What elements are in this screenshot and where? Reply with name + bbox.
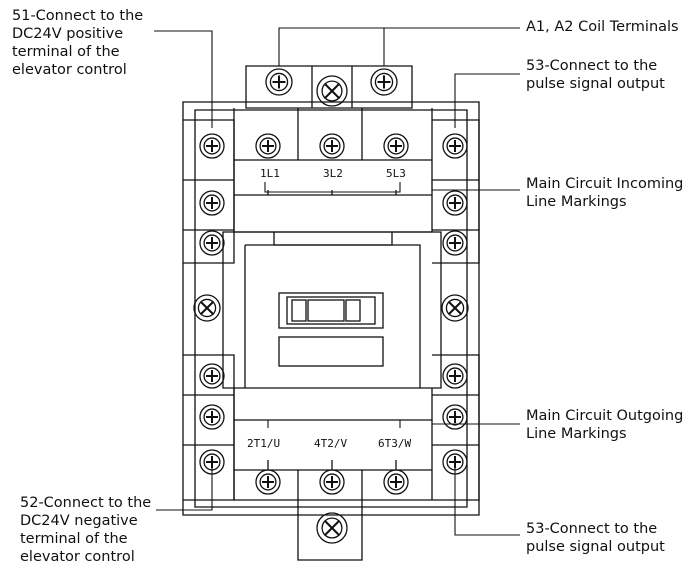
callout-line: A1, A2 Coil Terminals — [526, 19, 679, 35]
screw-terminal-icon — [442, 133, 468, 159]
mounting-screw-icon — [316, 512, 348, 544]
callout-line: Line Markings — [526, 194, 627, 210]
leader-line — [278, 27, 520, 66]
callout-line: Main Circuit Incoming — [526, 176, 684, 192]
callout-line: Line Markings — [526, 426, 627, 442]
screw-terminal-icon — [319, 469, 345, 495]
callout-terminal-53-top: 53-Connect to the pulse signal output — [526, 57, 665, 93]
callout-line: DC24V positive — [12, 26, 124, 42]
screw-terminal-icon — [255, 133, 281, 159]
callout-outgoing-markings: Main Circuit Outgoing Line Markings — [526, 407, 683, 443]
marking-3l2: 3L2 — [323, 167, 343, 180]
screw-terminal-icon — [442, 449, 468, 475]
callout-line: 51-Connect to the — [12, 8, 144, 24]
screw-terminal-icon — [442, 363, 468, 389]
callout-terminal-51: 51-Connect to the DC24V positive termina… — [12, 7, 143, 79]
leader-lines — [154, 27, 520, 536]
leader-line — [264, 182, 401, 193]
callout-line: Main Circuit Outgoing — [526, 408, 684, 424]
leader-line — [454, 462, 520, 536]
marking-6t3: 6T3/W — [378, 437, 412, 450]
callout-line: pulse signal output — [526, 76, 665, 92]
leader-line — [454, 73, 520, 128]
screw-terminal-icon — [442, 190, 468, 216]
callout-line: terminal of the — [20, 531, 128, 547]
screw-terminal-icon — [199, 404, 225, 430]
screw-terminal-icon — [199, 190, 225, 216]
marking-5l3: 5L3 — [386, 167, 406, 180]
screw-terminal-icon — [199, 363, 225, 389]
screw-terminal-icon — [442, 404, 468, 430]
screw-terminal-icon — [265, 68, 293, 96]
marking-2t1: 2T1/U — [247, 437, 281, 450]
screw-terminal-icon — [319, 133, 345, 159]
screw-terminal-icon — [199, 230, 225, 256]
callout-line: 53-Connect to the — [526, 521, 658, 537]
screw-terminal-icon — [370, 68, 398, 96]
screw-terminal-icon — [255, 469, 281, 495]
screw-terminal-icon — [383, 133, 409, 159]
callout-line: 53-Connect to the — [526, 58, 658, 74]
callout-line: elevator control — [20, 549, 135, 565]
leader-line — [431, 180, 520, 191]
screw-terminal-icon — [199, 449, 225, 475]
callout-terminal-53-bottom: 53-Connect to the pulse signal output — [526, 520, 665, 556]
mounting-screw-icon — [316, 75, 348, 107]
screw-terminal-icon — [383, 469, 409, 495]
screw-terminals — [193, 68, 469, 544]
callout-incoming-markings: Main Circuit Incoming Line Markings — [526, 175, 683, 211]
screw-terminal-icon — [199, 133, 225, 159]
callout-line: 52-Connect to the — [20, 495, 152, 511]
mounting-screw-icon — [193, 294, 221, 322]
mounting-screw-icon — [441, 294, 469, 322]
callout-coil-terminals: A1, A2 Coil Terminals — [526, 18, 679, 36]
screw-terminal-icon — [442, 230, 468, 256]
marking-4t2: 4T2/V — [314, 437, 348, 450]
marking-1l1: 1L1 — [260, 167, 280, 180]
callout-terminal-52: 52-Connect to the DC24V negative termina… — [20, 494, 151, 566]
contactor-body — [182, 65, 480, 561]
callout-line: elevator control — [12, 62, 127, 78]
leader-line — [156, 462, 213, 511]
leader-line — [267, 419, 401, 428]
leader-line — [154, 30, 213, 128]
callout-line: pulse signal output — [526, 539, 665, 555]
callout-line: terminal of the — [12, 44, 120, 60]
callout-line: DC24V negative — [20, 513, 138, 529]
